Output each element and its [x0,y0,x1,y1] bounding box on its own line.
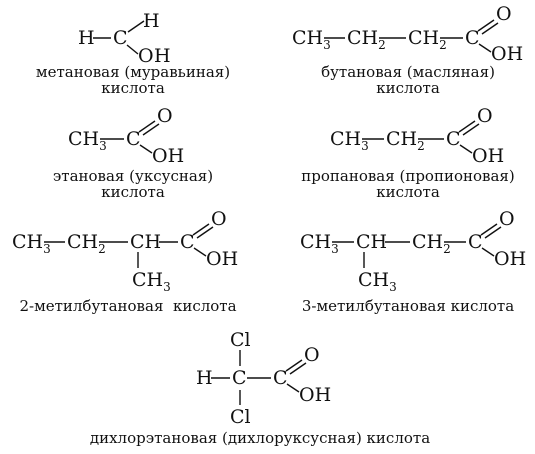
atom-c: C [180,231,195,253]
caption-methanoic-acid: метановая (муравьиная) кислота [36,63,230,97]
double-bond-a [480,223,498,236]
atom-ch3: CH3 [330,128,369,153]
double-bond-a [458,120,476,133]
formula-butanoic-acid: CH3 CH2 CH2 C O OH [292,3,523,65]
atom-ch3: CH3 [68,128,107,153]
bond-c-h [127,20,145,33]
bond-c-oh [478,43,492,53]
bond-c-oh [126,44,139,55]
atom-ch: CH [130,231,161,253]
atom-o: O [211,208,227,230]
atom-o: O [157,105,173,127]
double-bond-b [196,226,214,239]
double-bond-b [481,22,499,35]
bond-c-oh [481,247,495,257]
atom-h-of-oh: H [154,45,171,67]
bond-c-oh [193,247,207,257]
atom-c: C [468,231,483,253]
atom-oh: OH [299,384,331,406]
caption-line-2: кислота [376,79,440,97]
formula-dichloroethanoic-acid: Cl H C Cl C O OH [196,329,331,428]
caption-ethanoic-acid: этановая (уксусная) кислота [53,167,213,201]
atom-ch2-a: CH2 [347,27,386,52]
atom-c: C [465,27,480,49]
formula-3-methylbutanoic-acid: CH3 CH CH2 C O OH CH3 [300,208,526,294]
double-bond-b [462,123,480,136]
atom-oh: OH [491,43,523,65]
double-bond-a [138,120,156,133]
atom-ch2-b: CH2 [408,27,447,52]
caption-dichloroethanoic-acid: дихлорэтановая (дихлоруксусная) кислота [90,429,430,447]
atom-c: C [446,128,461,150]
atom-c1: C [232,367,247,389]
caption-line-1: этановая (уксусная) [53,167,213,185]
caption-2-methylbutanoic-acid: 2-метилбутановая кислота [19,297,236,315]
atom-ch3-branch: CH3 [358,269,397,294]
double-bond-b [289,362,307,375]
atom-ch: CH [356,231,387,253]
atom-ch3: CH3 [292,27,331,52]
atom-h: H [78,27,95,49]
atom-ch3: CH3 [12,231,51,256]
atom-ch3: CH3 [300,231,339,256]
atom-oh: OH [206,248,238,270]
atom-ch2: CH2 [67,231,106,256]
atom-ch3-branch: CH3 [132,269,171,294]
formula-propanoic-acid: CH3 CH2 C O OH [330,105,504,167]
formula-ethanoic-acid: CH3 C O OH [68,105,184,167]
atom-c: C [126,128,141,150]
caption-butanoic-acid: бутановая (масляная) кислота [321,63,495,97]
atom-oh: OH [494,248,526,270]
double-bond-b [484,226,502,239]
caption-line-2: кислота [376,183,440,201]
double-bond-a [285,359,303,372]
atom-cl-top: Cl [230,329,251,351]
atom-c2: C [273,367,288,389]
caption-line-1: бутановая (масляная) [321,63,495,81]
formula-methanoic-acid: H C H O H [78,10,171,67]
caption-line-1: метановая (муравьиная) [36,63,230,81]
caption-line-1: 2-метилбутановая кислота [19,297,236,315]
atom-o: O [138,45,154,67]
atom-h: H [196,367,213,389]
atom-o: O [304,344,320,366]
atom-c: C [113,27,128,49]
caption-propanoic-acid: пропановая (пропионовая) кислота [301,167,514,201]
double-bond-b [142,123,160,136]
caption-3-methylbutanoic-acid: 3-метилбутановая кислота [302,297,514,315]
atom-o: O [477,105,493,127]
bond-c-oh [286,383,300,393]
caption-line-2: кислота [101,183,165,201]
atom-oh: OH [472,145,504,167]
formula-2-methylbutanoic-acid: CH3 CH2 CH C O OH CH3 [12,208,238,294]
bond-c-oh [459,144,473,154]
caption-line-2: кислота [101,79,165,97]
caption-line-1: 3-метилбутановая кислота [302,297,514,315]
atom-o: O [499,208,515,230]
atom-oh: OH [152,145,184,167]
atom-ch2: CH2 [412,231,451,256]
double-bond-a [192,223,210,236]
caption-line-1: пропановая (пропионовая) [301,167,514,185]
atom-h-top: H [143,10,160,32]
atom-ch2: CH2 [386,128,425,153]
caption-line-1: дихлорэтановая (дихлоруксусная) кислота [90,429,430,447]
bond-c-oh [139,144,153,154]
atom-cl-bottom: Cl [230,406,251,428]
double-bond-a [477,19,495,32]
atom-o: O [496,3,512,25]
